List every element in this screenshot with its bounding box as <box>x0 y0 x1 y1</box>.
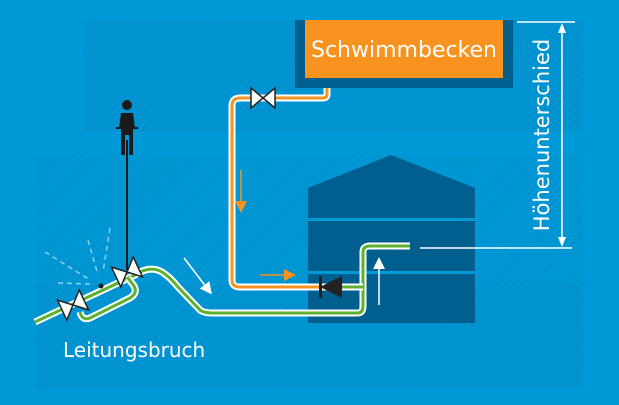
check-valve <box>319 276 342 298</box>
height-dimension: Höhenunterschied <box>420 21 575 249</box>
gate-valve-top[interactable] <box>250 86 276 110</box>
flow-arrow-diagonal-white <box>183 257 212 295</box>
water-tank <box>308 155 475 323</box>
orange-pipe <box>228 88 331 291</box>
person-icon <box>116 100 138 270</box>
height-difference-label: Höhenunterschied <box>530 39 554 231</box>
green-pipe <box>33 242 410 326</box>
gate-valve-lower-right[interactable] <box>110 255 144 289</box>
break-point <box>98 283 104 289</box>
swimming-pool: Schwimmbecken <box>295 20 513 88</box>
pool-label: Schwimmbecken <box>311 38 497 63</box>
leak-spray-icon <box>44 227 111 285</box>
gate-valve-lower-left[interactable] <box>56 288 90 322</box>
pipe-break-label: Leitungsbruch <box>63 338 205 362</box>
